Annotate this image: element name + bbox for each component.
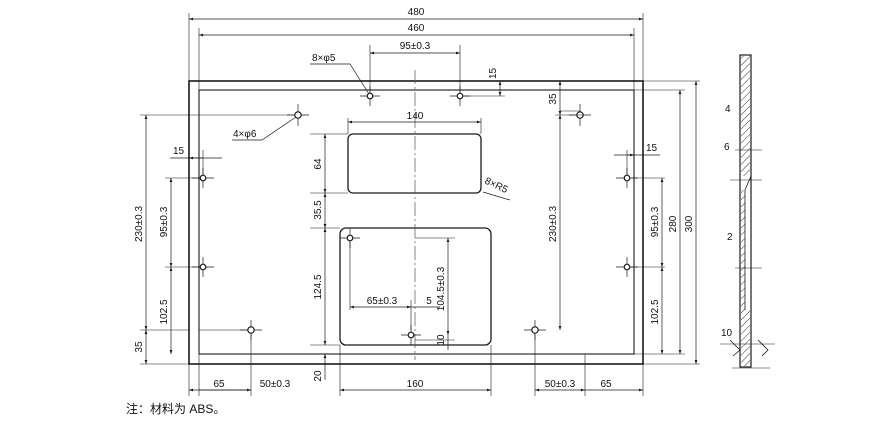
hole-left-lower xyxy=(192,257,214,277)
side-view: 4 6 2 10 xyxy=(720,54,775,369)
hole-phi6-upper-left xyxy=(287,104,309,126)
label-124-5: 124.5 xyxy=(313,274,324,299)
label-230-right: 230±0.3 xyxy=(548,206,559,243)
label-102-right: 102.5 xyxy=(650,299,661,324)
side-view-hatch-mid xyxy=(741,190,745,310)
dimension-labels: 480 460 95±0.3 8×φ5 15 140 4×φ6 8×R5 15 … xyxy=(134,7,695,390)
extension-lines xyxy=(140,13,700,396)
label-102-left: 102.5 xyxy=(159,299,170,324)
label-480: 480 xyxy=(408,7,425,18)
label-65-bottom-right: 65 xyxy=(600,379,612,390)
label-15-top: 15 xyxy=(488,67,499,79)
plate-outer-outline xyxy=(188,80,644,365)
plate-inner-outline xyxy=(198,89,635,355)
side-label-4: 4 xyxy=(725,104,731,115)
hole-top-left xyxy=(360,86,380,106)
label-35-5: 35.5 xyxy=(313,200,324,220)
lower-window xyxy=(339,227,492,346)
side-view-hatch-top xyxy=(741,56,750,176)
label-phi5: 8×φ5 xyxy=(312,53,336,64)
label-phi6: 4×φ6 xyxy=(233,129,257,140)
side-label-2: 2 xyxy=(727,232,733,243)
label-460: 460 xyxy=(408,23,425,34)
label-64: 64 xyxy=(313,158,324,170)
label-95-right: 95±0.3 xyxy=(650,206,661,237)
plate xyxy=(188,80,644,365)
side-view-hatch-bottom xyxy=(741,310,750,366)
label-104-window: 104.5±0.3 xyxy=(436,266,447,311)
side-label-6: 6 xyxy=(724,142,730,153)
label-50-bottom-left: 50±0.3 xyxy=(260,379,291,390)
label-65-window: 65±0.3 xyxy=(367,296,398,307)
label-50-bottom-right: 50±0.3 xyxy=(545,379,576,390)
label-140: 140 xyxy=(407,111,424,122)
label-15-right: 15 xyxy=(646,143,658,154)
leader-phi6 xyxy=(232,116,297,141)
leader-r5 xyxy=(482,191,511,201)
label-35-right: 35 xyxy=(548,93,559,105)
label-65-bottom-left: 65 xyxy=(213,379,225,390)
label-280: 280 xyxy=(668,215,679,232)
material-note: 注：材料为 ABS。 xyxy=(126,402,226,416)
hole-window-lower xyxy=(401,325,421,345)
label-160: 160 xyxy=(407,379,424,390)
side-label-10: 10 xyxy=(721,328,733,339)
side-view-outer xyxy=(739,54,752,368)
label-15-left: 15 xyxy=(173,146,185,157)
label-35-left: 35 xyxy=(134,341,145,353)
leader-phi5 xyxy=(310,63,370,95)
label-95-top: 95±0.3 xyxy=(400,41,431,52)
label-5-window: 5 xyxy=(426,296,432,307)
label-10-window: 10 xyxy=(436,334,447,346)
label-20: 20 xyxy=(313,370,324,382)
label-300: 300 xyxy=(684,215,695,232)
upper-window xyxy=(347,133,482,194)
label-230-left: 230±0.3 xyxy=(134,206,145,243)
dimension-lines xyxy=(144,17,698,392)
holes xyxy=(192,86,638,345)
label-95-left: 95±0.3 xyxy=(159,206,170,237)
